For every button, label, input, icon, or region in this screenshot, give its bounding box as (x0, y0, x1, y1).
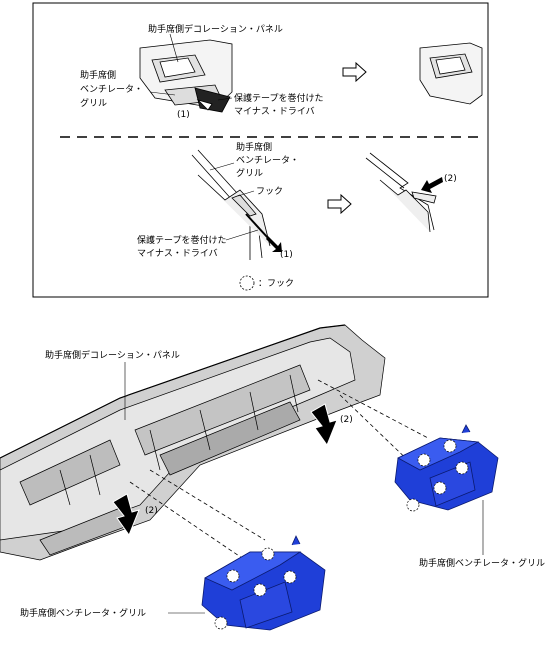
mid-tape-2: マイナス・ドライバ (137, 248, 218, 259)
hook-icon (443, 439, 457, 453)
label-tape-driver-2: マイナス・ドライバ (234, 106, 315, 117)
release-arrow-icon (421, 177, 443, 193)
label-vent-grille-1: 助手席側 (80, 69, 116, 81)
hook-before-illustration (191, 149, 271, 260)
arrow-right-icon (342, 61, 367, 83)
step-2-left: (2) (145, 506, 158, 516)
panel-after-illustration (419, 42, 483, 105)
step-1-label: (1) (177, 110, 190, 120)
guide-line-left-1 (129, 481, 246, 561)
mid-step-1: (1) (280, 250, 293, 260)
mid-vent-2: ベンチレータ・ (236, 155, 299, 166)
label-decoration-panel: 助手席側デコレーション・パネル (148, 23, 283, 35)
pry-arrow-icon (266, 236, 282, 252)
left-grille-hooks (214, 547, 297, 630)
leader-mid-vent (209, 162, 235, 171)
panel-before-illustration (139, 39, 233, 113)
hook-icon (226, 569, 240, 583)
hook-icon (406, 498, 420, 512)
pull-arrow-left-icon (112, 493, 140, 537)
instruction-frame (32, 2, 489, 298)
label-vent-right: 助手席側ベンチレータ・グリル (419, 557, 545, 569)
label-vent-grille-3: グリル (80, 97, 107, 109)
mid-step-2: (2) (444, 174, 457, 184)
leader-hook (237, 190, 255, 197)
label-bottom-decoration-panel: 助手席側デコレーション・パネル (45, 349, 180, 361)
step-2-right: (2) (340, 415, 353, 425)
hook-icon (214, 616, 228, 630)
guide-line-left-2 (149, 469, 266, 541)
leader-mid-tape (225, 229, 259, 241)
label-tape-driver-1: 保護テープを巻付けた (234, 92, 323, 104)
right-grille-hooks (406, 439, 469, 512)
hook-icon (261, 547, 275, 561)
label-vent-grille-2: ベンチレータ・ (80, 84, 143, 95)
arrow-right-icon-2 (327, 193, 352, 215)
label-hook: フック (256, 186, 283, 197)
hook-icon (417, 453, 431, 467)
leader-vent-grille (149, 91, 176, 96)
hook-icon (283, 570, 297, 584)
dashboard-panel-illustration (0, 324, 386, 561)
leader-tape-driver (217, 97, 233, 101)
label-vent-left: 助手席側ベンチレータ・グリル (20, 607, 146, 619)
hook-icon (433, 481, 447, 495)
legend-hook: ：フック (258, 278, 294, 289)
leader-decoration-panel (169, 33, 179, 63)
hook-icon (253, 583, 267, 597)
hook-icon (455, 461, 469, 475)
mid-tape-1: 保護テープを巻付けた (137, 234, 226, 246)
pull-arrow-right-icon (310, 403, 338, 447)
mid-vent-3: グリル (236, 167, 263, 179)
hook-legend-icon (239, 275, 255, 291)
vent-grille-right (394, 424, 499, 511)
hook-after-illustration (365, 152, 437, 233)
mid-vent-1: 助手席側 (236, 141, 272, 153)
